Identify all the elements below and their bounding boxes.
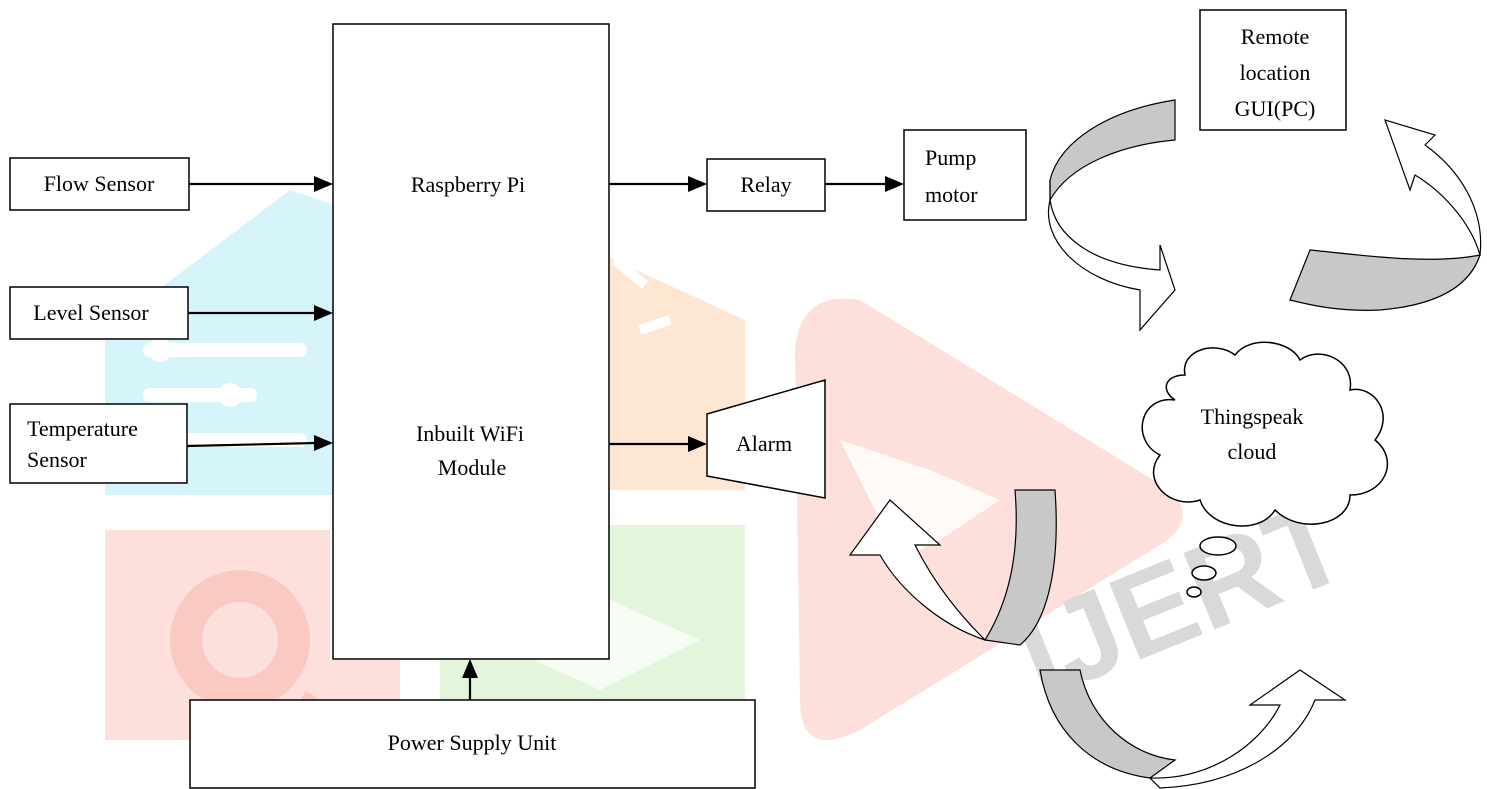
curved-arrow-to-gui <box>1289 119 1482 311</box>
temperature-sensor-label-2: Sensor <box>27 447 88 472</box>
remote-label-1: Remote <box>1241 24 1309 49</box>
remote-gui-block: Remote location GUI(PC) <box>1199 9 1347 131</box>
relay-block: Relay <box>706 158 826 212</box>
sensor-input-arrows <box>186 176 333 451</box>
raspberry-pi-controller-block: Raspberry Pi Inbuilt WiFi Module <box>332 23 610 660</box>
flow-sensor-block: Flow Sensor <box>9 157 190 211</box>
power-supply-label: Power Supply Unit <box>388 730 557 755</box>
controller-label-raspberry-pi: Raspberry Pi <box>411 172 525 197</box>
relay-label: Relay <box>740 172 791 197</box>
relay-to-pump-arrow <box>825 176 904 192</box>
controller-label-wifi: Inbuilt WiFi <box>416 421 524 446</box>
power-supply-block: Power Supply Unit <box>189 699 756 789</box>
alarm-block: Alarm <box>706 379 826 499</box>
curved-arrow-bottom <box>1039 669 1347 789</box>
level-sensor-label: Level Sensor <box>33 300 149 325</box>
cloud-label-2: cloud <box>1228 439 1277 464</box>
curved-arrow-from-cloud <box>848 489 1057 646</box>
controller-to-relay-arrow <box>609 176 707 192</box>
pump-motor-block: Pump motor <box>903 129 1027 221</box>
cloud-label-1: Thingspeak <box>1201 404 1304 429</box>
temperature-sensor-block: Temperature Sensor <box>9 403 188 484</box>
temperature-sensor-label-1: Temperature <box>27 416 138 441</box>
pump-label-2: motor <box>925 182 978 207</box>
flow-sensor-label: Flow Sensor <box>44 171 155 196</box>
thingspeak-cloud: Thingspeak cloud <box>1141 341 1389 598</box>
controller-label-module: Module <box>438 455 506 480</box>
remote-label-3: GUI(PC) <box>1235 96 1316 121</box>
remote-label-2: location <box>1240 60 1311 85</box>
alarm-label: Alarm <box>736 431 792 456</box>
curved-arrow-to-cloud <box>1047 99 1176 332</box>
level-sensor-block: Level Sensor <box>9 286 189 340</box>
power-to-controller-arrow <box>462 659 478 700</box>
pump-label-1: Pump <box>925 145 976 170</box>
controller-to-alarm-arrow <box>609 436 707 452</box>
